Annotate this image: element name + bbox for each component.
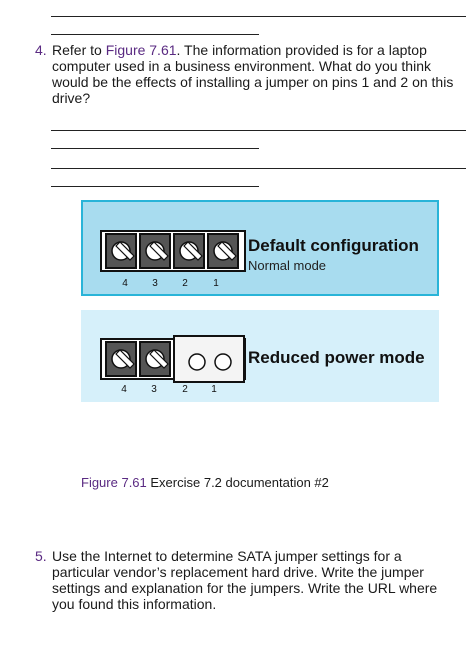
question-number: 4.: [35, 42, 47, 58]
jumper-diagram-default: [100, 230, 246, 272]
answer-line: [51, 16, 466, 17]
answer-line: [51, 148, 259, 149]
figure-caption: Figure 7.61 Exercise 7.2 documentation #…: [81, 475, 329, 490]
pin-label: 3: [151, 384, 157, 395]
answer-line: [51, 186, 259, 187]
question-text: Refer to Figure 7.61. The information pr…: [52, 42, 454, 106]
question-5: 5. Use the Internet to determine SATA ju…: [35, 548, 465, 618]
answer-line: [51, 34, 259, 35]
question-4: 4. Refer to Figure 7.61. The information…: [35, 42, 465, 112]
pin-label: 3: [152, 278, 158, 289]
answer-line: [51, 130, 466, 131]
default-configuration-panel: 4 3 2 1 Default configuration Normal mod…: [81, 200, 439, 296]
pin-label: 1: [213, 278, 219, 289]
panel-subtitle: Normal mode: [248, 258, 327, 273]
panel-title: Default configuration: [248, 236, 419, 255]
figure-link[interactable]: Figure 7.61: [105, 42, 177, 58]
question-text: Use the Internet to determine SATA jumpe…: [52, 548, 438, 612]
question-number: 5.: [35, 548, 47, 564]
reduced-power-panel: 4 3 2 1 Reduced power mode: [81, 310, 439, 402]
pin-label: 4: [122, 278, 128, 289]
answer-line: [51, 168, 466, 169]
pin-label: 2: [182, 278, 188, 289]
caption-label: Figure 7.61: [81, 475, 147, 490]
pin-label: 1: [211, 384, 217, 395]
pin-label: 2: [182, 384, 188, 395]
panel-title: Reduced power mode: [248, 348, 425, 367]
jumper-diagram-reduced: [100, 335, 246, 383]
pin-label: 4: [121, 384, 127, 395]
caption-text: Exercise 7.2 documentation #2: [146, 475, 329, 490]
